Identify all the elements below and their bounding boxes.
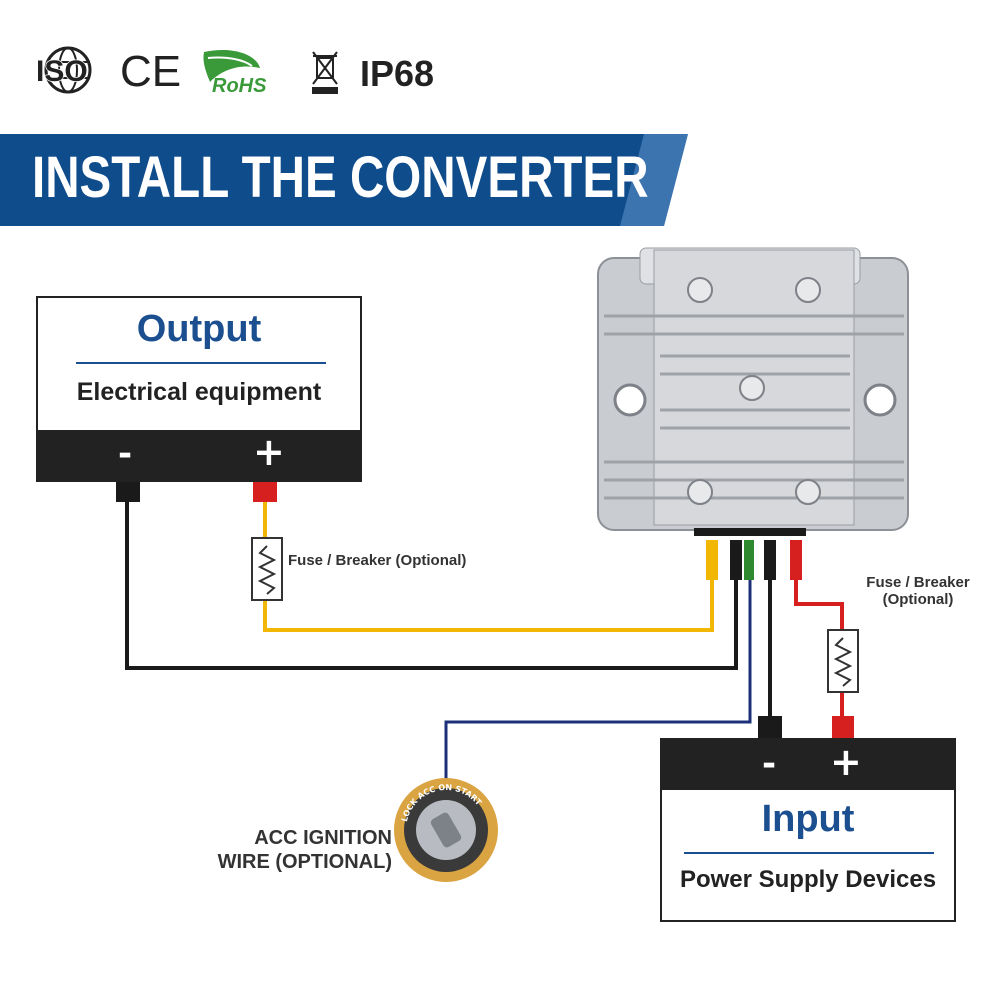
input-terminal-bar: - + — [662, 740, 954, 790]
ignition-label: ACC IGNITION WIRE (OPTIONAL) — [204, 826, 392, 874]
output-negative-sign: - — [118, 434, 133, 474]
acc-ignition-wire — [444, 580, 752, 790]
mounting-hole-left — [613, 383, 647, 417]
input-fuse-label-line1: Fuse / Breaker — [866, 574, 970, 591]
ignition-label-line1: ACC IGNITION — [254, 827, 392, 849]
input-fuse-icon — [827, 629, 859, 693]
output-fuse-label: Fuse / Breaker (Optional) — [288, 552, 467, 569]
install-banner: INSTALL THE CONVERTER — [0, 134, 700, 226]
output-fuse-icon — [251, 537, 283, 601]
certification-logos: ISO CE RoHS IP68 — [28, 38, 468, 102]
weee-bin-icon — [312, 51, 338, 94]
output-negative-wire — [125, 500, 738, 670]
output-device-box: Output Electrical equipment - + — [36, 296, 362, 482]
output-negative-terminal — [116, 480, 140, 502]
ip68-logo: IP68 — [360, 53, 434, 94]
ignition-switch-icon: LOCK ACC ON START — [394, 778, 498, 882]
rohs-logo: RoHS — [212, 75, 267, 97]
input-divider — [684, 852, 934, 854]
globe-icon — [44, 46, 92, 94]
input-fuse-label: Fuse / Breaker (Optional) — [858, 574, 978, 608]
input-subtitle: Power Supply Devices — [679, 866, 937, 893]
green-wire — [744, 540, 754, 580]
output-title: Output — [136, 308, 262, 350]
ignition-label-line2: WIRE (OPTIONAL) — [217, 851, 392, 873]
dc-converter-module — [597, 247, 909, 536]
input-negative-sign: - — [762, 744, 777, 784]
output-terminal-bar: - + — [38, 430, 360, 482]
leaf-icon — [203, 49, 260, 82]
output-positive-terminal — [253, 480, 277, 502]
input-device-box: - + Input Power Supply Devices — [660, 738, 956, 922]
mounting-hole-right — [863, 383, 897, 417]
banner-title: INSTALL THE CONVERTER — [32, 145, 649, 210]
ce-logo: CE — [120, 47, 181, 96]
output-subtitle: Electrical equipment — [76, 378, 322, 406]
output-divider — [76, 362, 326, 364]
output-positive-sign: + — [253, 430, 285, 474]
input-positive-sign: + — [830, 740, 862, 784]
input-title: Input — [761, 798, 855, 840]
iso-logo: ISO — [36, 55, 88, 88]
input-fuse-label-line2: (Optional) — [882, 591, 954, 608]
